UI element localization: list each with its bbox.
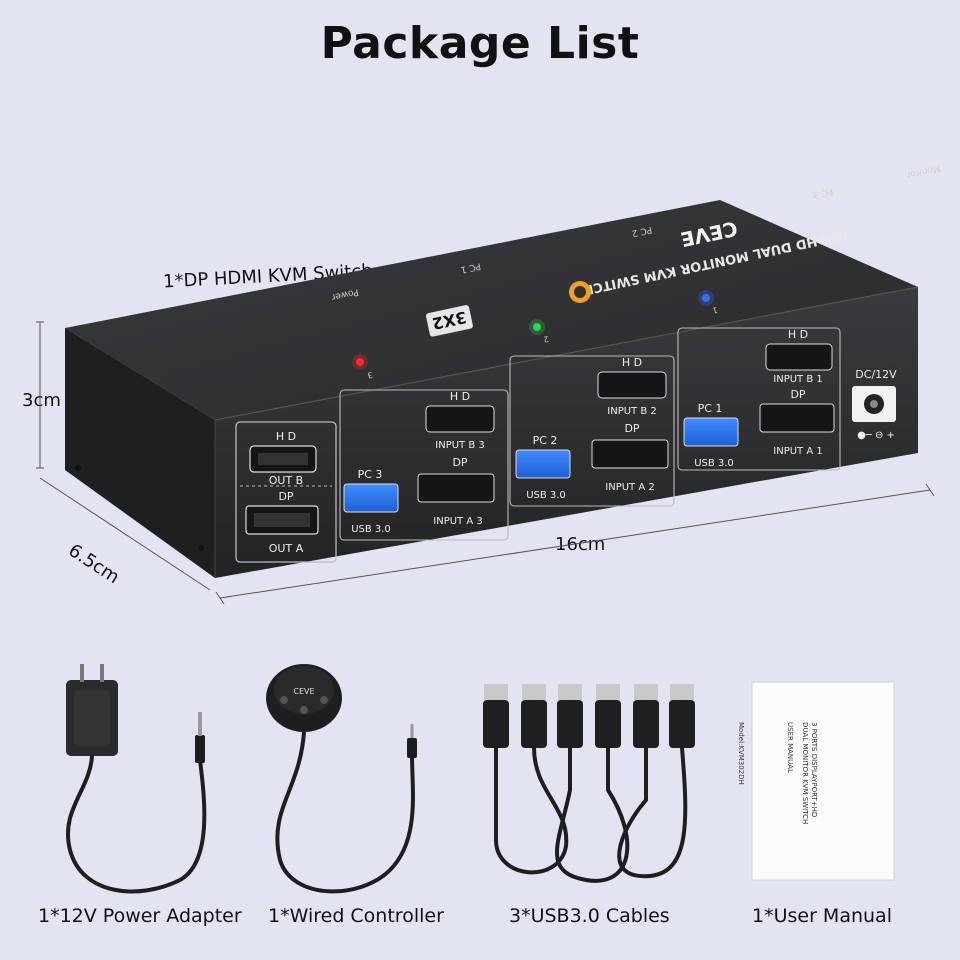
- pc1-usb-label: USB 3.0: [694, 458, 734, 469]
- pc3-ports-group: PC 3 USB 3.0 H D INPUT B 3 DP INPUT A 3: [339, 389, 509, 541]
- pc3-dp-port: [417, 473, 495, 503]
- pc2-dp-label: DP: [624, 422, 639, 435]
- pc2-usb-label: USB 3.0: [526, 490, 566, 501]
- pc1-dp-label: DP: [790, 388, 805, 401]
- pc2-dp-port: [591, 439, 669, 469]
- device-left-side: [65, 328, 215, 578]
- pc3-input-b-label: INPUT B 3: [435, 440, 484, 451]
- kvm-switch-device: 3X2 DP+HD DUAL MONITOR KVM SWITCH CEVE P…: [65, 163, 941, 578]
- pc3-usb-port: [343, 483, 399, 513]
- manual-line-3: USER MANUAL: [786, 722, 794, 773]
- pc1-ports-group: PC 1 USB 3.0 H D INPUT B 1 DP INPUT A 1: [677, 327, 841, 471]
- caption-user-manual: 1*User Manual: [752, 905, 892, 927]
- dc-power-port-group: DC/12V ●─ ⊖ +: [852, 368, 897, 441]
- pc2-usb-port: [515, 449, 571, 479]
- top-pc3-label: PC 3: [812, 185, 834, 199]
- pc1-hd-label: H D: [788, 328, 808, 341]
- manual-line-4: Model:KVM302DH: [737, 722, 745, 785]
- svg-text:●─ ⊖ +: ●─ ⊖ +: [857, 430, 895, 441]
- out-a-label: OUT A: [269, 542, 304, 555]
- dc-label: DC/12V: [855, 368, 897, 381]
- led-3-number: 3: [367, 370, 374, 380]
- pc1-hdmi-port: [765, 343, 833, 371]
- pc3-dp-label: DP: [452, 456, 467, 469]
- pc3-usb-label: USB 3.0: [351, 524, 391, 535]
- user-manual: [751, 681, 895, 881]
- dimension-lines: [36, 321, 935, 605]
- pc1-input-b-label: INPUT B 1: [773, 374, 822, 385]
- output-ports-group: H D OUT B DP OUT A: [235, 421, 337, 563]
- pc2-input-b-label: INPUT B 2: [607, 406, 656, 417]
- power-adapter: [66, 664, 207, 894]
- usb-cables: [483, 684, 695, 883]
- page-title: Package List: [320, 18, 640, 69]
- controller-brand-text: CEVE: [293, 687, 314, 696]
- pc2-label: PC 2: [533, 434, 558, 447]
- pc2-input-a-label: INPUT A 2: [605, 482, 654, 493]
- pc2-hdmi-port: [597, 371, 667, 399]
- model-badge: [425, 305, 473, 337]
- height-dimension: 3cm: [22, 390, 61, 411]
- pc3-label: PC 3: [358, 468, 383, 481]
- led-1-number: 1: [712, 305, 719, 315]
- led-pc3: [356, 358, 364, 366]
- caption-usb-cables: 3*USB3.0 Cables: [509, 905, 670, 927]
- top-pc2-label: PC 2: [631, 224, 653, 238]
- manual-line-2: DUAL MONITOR KVM SWITCH: [801, 722, 809, 825]
- led-pc1: [702, 294, 710, 302]
- pc1-label: PC 1: [698, 402, 723, 415]
- pc3-hd-label: H D: [450, 390, 470, 403]
- caption-wired-controller: 1*Wired Controller: [268, 905, 444, 927]
- led-pc2: [533, 323, 541, 331]
- pc1-dp-port: [759, 403, 835, 433]
- pc3-hdmi-port: [425, 405, 495, 433]
- out-hd-label: H D: [276, 430, 296, 443]
- pc1-input-a-label: INPUT A 1: [773, 446, 822, 457]
- pc3-input-a-label: INPUT A 3: [433, 516, 482, 527]
- top-monitor-label: Monitor: [905, 163, 941, 180]
- led-2-number: 2: [543, 334, 550, 344]
- caption-power-adapter: 1*12V Power Adapter: [38, 905, 242, 927]
- device-top: [65, 200, 918, 420]
- out-dp-label: DP: [278, 490, 293, 503]
- manual-text-block: 3 PORTS DISPLAYPORT+HD DUAL MONITOR KVM …: [686, 722, 818, 872]
- pc2-ports-group: PC 2 USB 3.0 H D INPUT B 2 DP INPUT A 2: [509, 355, 675, 507]
- width-dimension: 16cm: [555, 534, 606, 555]
- wired-controller: CEVE: [266, 664, 417, 894]
- pc2-hd-label: H D: [622, 356, 642, 369]
- out-b-label: OUT B: [269, 474, 303, 487]
- pc1-usb-port: [683, 417, 739, 447]
- manual-line-1: 3 PORTS DISPLAYPORT+HD: [810, 722, 818, 818]
- top-pc1-label: PC 1: [460, 260, 482, 274]
